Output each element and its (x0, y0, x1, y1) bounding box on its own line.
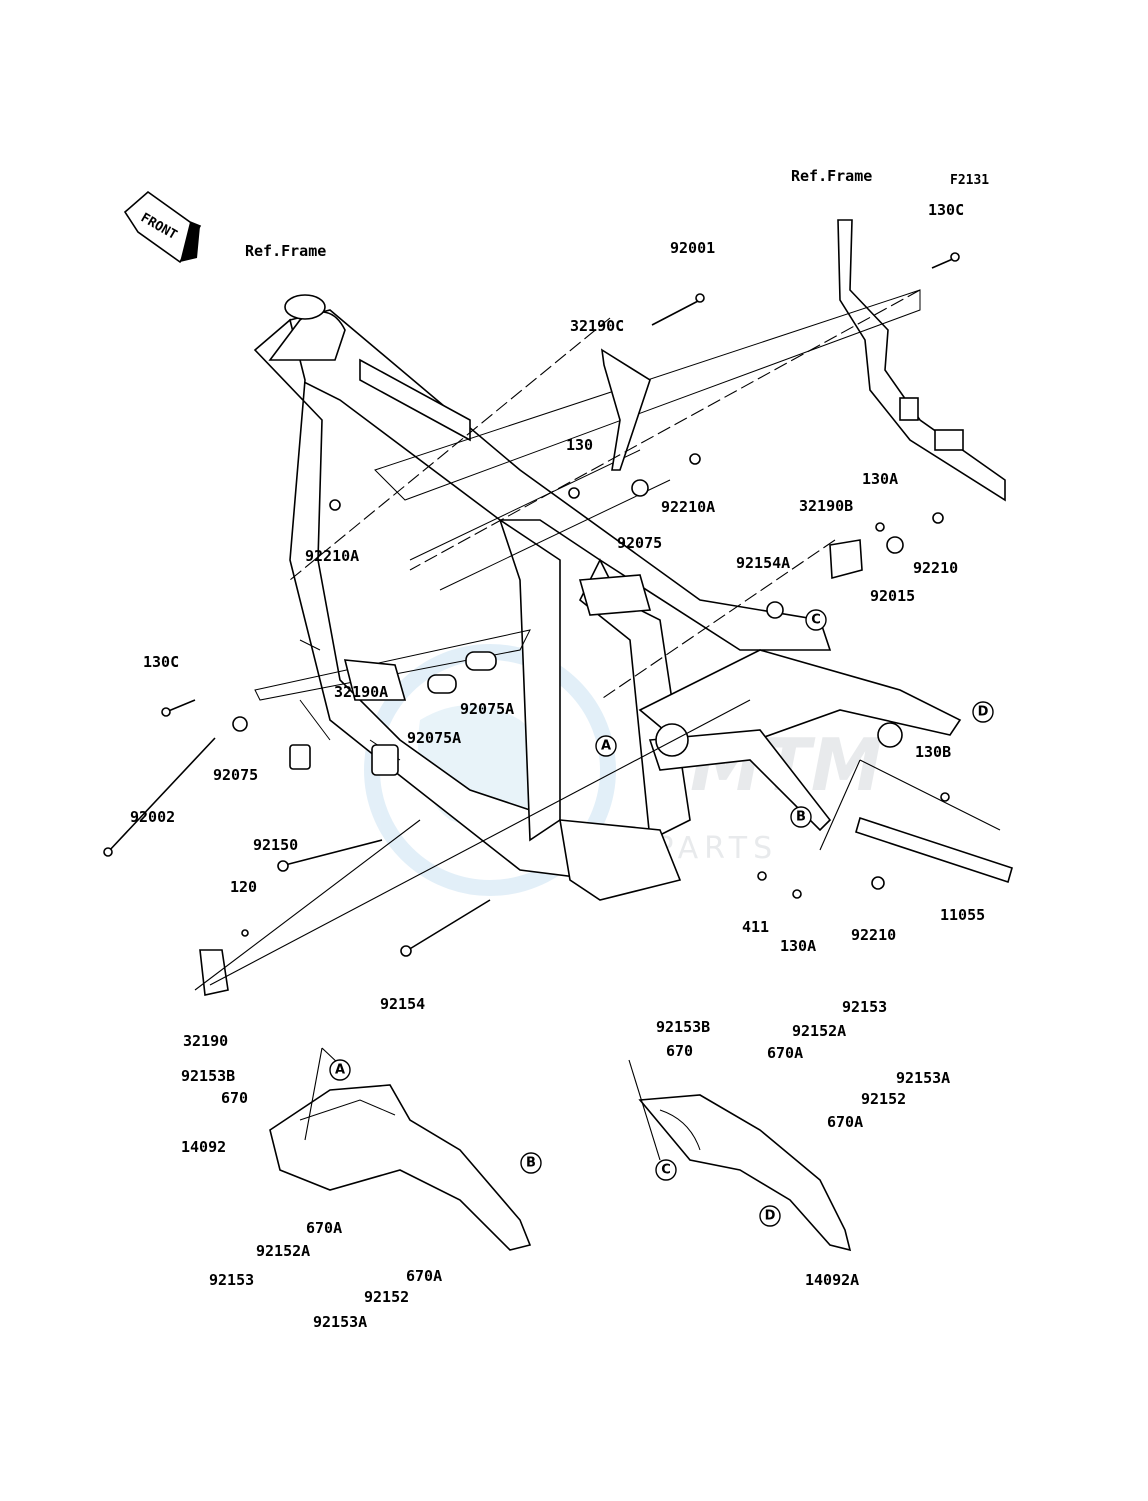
label-670-right: 670 (666, 1042, 693, 1060)
label-92152-left: 92152 (364, 1288, 409, 1306)
svg-text:D: D (978, 705, 989, 720)
label-92154: 92154 (380, 995, 425, 1013)
label-92154a: 92154A (736, 554, 790, 572)
label-130: 130 (566, 436, 593, 454)
label-ref-frame-main: Ref.Frame (245, 242, 326, 260)
label-92153a-left: 92153A (313, 1313, 367, 1331)
label-14092: 14092 (181, 1138, 226, 1156)
callout-b-frame: B (790, 806, 812, 828)
label-670a-r1: 670A (767, 1044, 803, 1062)
leader-lines (194, 289, 1001, 1161)
label-32190: 32190 (183, 1032, 228, 1050)
label-670a-l1: 670A (306, 1219, 342, 1237)
label-92075a-upper: 92075A (460, 700, 514, 718)
label-92210-top: 92210 (913, 559, 958, 577)
label-670a-l2: 670A (406, 1267, 442, 1285)
label-92002: 92002 (130, 808, 175, 826)
label-670a-r2: 670A (827, 1113, 863, 1131)
callout-a-cover: A (329, 1059, 351, 1081)
callout-c-cover: C (655, 1159, 677, 1181)
callout-c-frame: C (805, 609, 827, 631)
svg-text:D: D (765, 1209, 776, 1224)
label-92210a-left: 92210A (305, 547, 359, 565)
callout-a-frame: A (595, 735, 617, 757)
label-92152a-right: 92152A (792, 1022, 846, 1040)
label-130a-top: 130A (862, 470, 898, 488)
label-92075-left: 92075 (213, 766, 258, 784)
svg-text:A: A (335, 1063, 345, 1078)
label-32190c: 32190C (570, 317, 624, 335)
label-92075-top: 92075 (617, 534, 662, 552)
label-32190a: 32190A (334, 683, 388, 701)
label-130a-bottom: 130A (780, 937, 816, 955)
svg-text:B: B (526, 1156, 536, 1171)
label-11055: 11055 (940, 906, 985, 924)
label-92153a-right: 92153A (896, 1069, 950, 1087)
label-130c-top: 130C (928, 201, 964, 219)
label-92153-left: 92153 (209, 1271, 254, 1289)
cover-14092a (638, 1094, 852, 1252)
label-92152-right: 92152 (861, 1090, 906, 1108)
label-130b: 130B (915, 743, 951, 761)
part-labels: F2131 Ref.Frame Ref.Frame 92001 32190C 1… (130, 167, 989, 1331)
callout-b-cover: B (520, 1152, 542, 1174)
svg-text:C: C (811, 613, 821, 628)
label-92153-right: 92153 (842, 998, 887, 1016)
label-92152a-left: 92152A (256, 1242, 310, 1260)
label-32190b: 32190B (799, 497, 853, 515)
figure-code: F2131 (950, 173, 989, 188)
cover-14092 (269, 1084, 532, 1251)
svg-text:C: C (661, 1163, 671, 1178)
label-130c-left: 130C (143, 653, 179, 671)
callout-d-cover: D (759, 1205, 781, 1227)
swingarm (638, 649, 962, 832)
label-92075a-lower: 92075A (407, 729, 461, 747)
label-92210a-right: 92210A (661, 498, 715, 516)
label-14092a: 14092A (805, 1271, 859, 1289)
front-arrow-icon: FRONT (123, 190, 202, 264)
label-92210-bottom: 92210 (851, 926, 896, 944)
label-92153b-right: 92153B (656, 1018, 710, 1036)
rear-frame-section (837, 219, 1006, 502)
fasteners (103, 252, 960, 996)
label-120: 120 (230, 878, 257, 896)
label-411: 411 (742, 918, 769, 936)
crossbar-outline (254, 289, 921, 701)
svg-text:B: B (796, 810, 806, 825)
label-92150: 92150 (253, 836, 298, 854)
svg-text:A: A (601, 739, 611, 754)
callout-d-frame: D (972, 701, 994, 723)
label-670-left: 670 (221, 1089, 248, 1107)
label-92153b-left: 92153B (181, 1067, 235, 1085)
label-92001: 92001 (670, 239, 715, 257)
label-ref-frame-rear: Ref.Frame (791, 167, 872, 185)
rail-11055 (855, 816, 1013, 884)
label-92015: 92015 (870, 587, 915, 605)
